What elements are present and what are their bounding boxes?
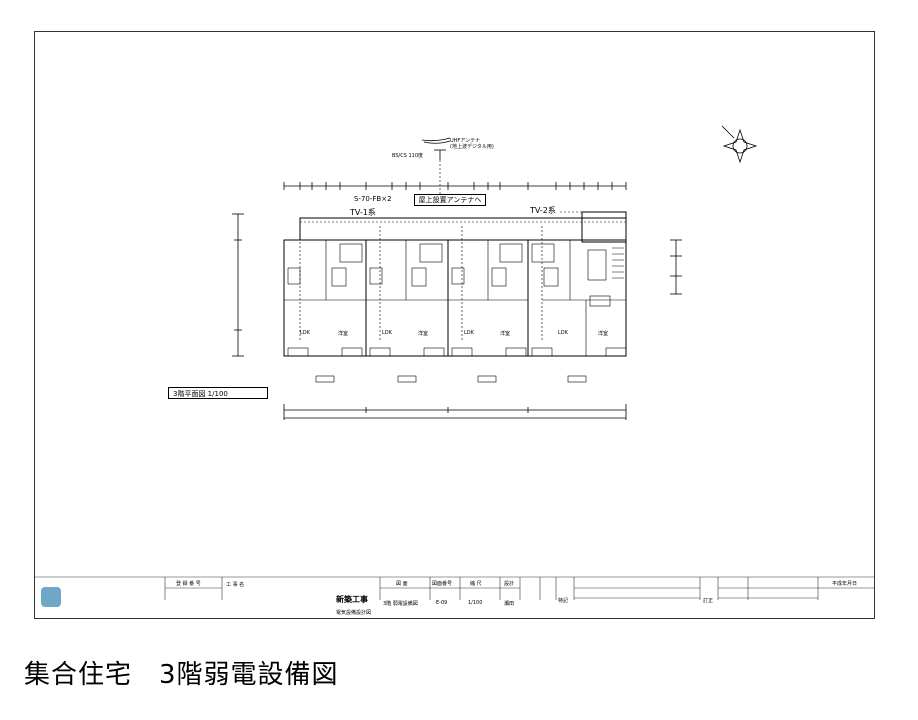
room-label: LDK — [558, 330, 568, 336]
drawing-sheet-border — [34, 31, 875, 619]
special-notes-label: 特記 — [558, 598, 569, 604]
scale-header: 縮 尺 — [470, 581, 482, 587]
construction-name: 新築工事 — [336, 595, 368, 604]
room-label: 洋室 — [338, 331, 349, 337]
cable-label: S-70-FB×2 — [354, 195, 392, 203]
design-header: 設計 — [504, 581, 515, 587]
drawing-no: E-09 — [436, 600, 448, 606]
construction-sub: 電気設備設計図 — [336, 610, 372, 616]
drawing-name-header: 図 面 — [396, 581, 408, 587]
room-label: LDK — [464, 330, 474, 336]
bscs-antenna-label: BS/CS 110度 — [392, 153, 423, 159]
uhf-line1: UHFアンテナ — [450, 138, 481, 144]
uhf-antenna-label: UHFアンテナ (地上波デジタル用) — [450, 138, 494, 150]
room-label: LDK — [300, 330, 310, 336]
room-label: 洋室 — [418, 331, 429, 337]
designer: 瀬田 — [504, 601, 515, 607]
company-logo — [41, 587, 61, 607]
uhf-line2: (地上波デジタル用) — [450, 144, 494, 150]
plan-scale-label: 3階平面図 1/100 — [168, 387, 268, 399]
drawing-name: 3階 弱電設備図 — [383, 601, 418, 607]
room-label: 洋室 — [500, 331, 511, 337]
tv1-label: TV-1系 — [350, 208, 376, 217]
construction-header: 工 事 名 — [226, 582, 245, 588]
page-title: 集合住宅 3階弱電設備図 — [24, 660, 339, 690]
tv2-label: TV-2系 — [530, 206, 556, 215]
room-label: LDK — [382, 330, 392, 336]
drawing-no-header: 図面番号 — [432, 581, 453, 587]
antenna-route-label: 屋上設置アンテナへ — [414, 194, 486, 206]
project-no-header: 登 録 番 号 — [176, 581, 201, 587]
scale-value: 1/100 — [468, 600, 483, 606]
floor-plan-drawing — [34, 125, 875, 600]
revision-label: 訂正 — [703, 598, 714, 604]
room-label: 洋室 — [598, 331, 609, 337]
date-header: 平成年月日 — [832, 581, 858, 587]
